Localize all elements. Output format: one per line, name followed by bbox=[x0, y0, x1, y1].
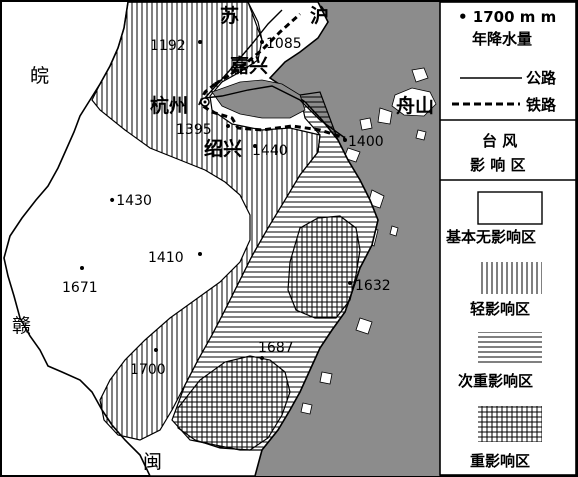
rain-label-1410: 1410 bbox=[148, 250, 184, 266]
zone-heavy-area-north bbox=[287, 215, 361, 319]
legend-zone-heavy: 重影响区 bbox=[470, 452, 530, 470]
zone-secondary-area bbox=[171, 91, 379, 451]
highway-line bbox=[204, 85, 346, 139]
jiangsu-border bbox=[247, 1, 263, 41]
zone-light-area bbox=[91, 1, 321, 441]
city-jiaxing: 嘉兴 bbox=[229, 55, 268, 77]
city-hangzhou: 杭州 bbox=[150, 94, 188, 117]
hangzhou-bay bbox=[211, 79, 306, 119]
legend-zone-secondary: 次重影响区 bbox=[458, 372, 533, 390]
legend-typhoon-line2: 影 响 区 bbox=[470, 156, 525, 174]
legend-rainfall-caption: 年降水量 bbox=[472, 30, 532, 48]
legend-railway: 铁路 bbox=[526, 96, 557, 114]
rain-label-1440: 1440 bbox=[252, 143, 288, 159]
province-anhui: 皖 bbox=[30, 65, 49, 87]
rain-label-1395: 1395 bbox=[176, 122, 212, 138]
province-jiangxi: 赣 bbox=[12, 315, 31, 337]
city-zhoushan: 舟山 bbox=[396, 94, 434, 117]
railway-line-north bbox=[214, 12, 302, 86]
province-shanghai: 沪 bbox=[310, 4, 329, 27]
rain-label-1632: 1632 bbox=[355, 278, 391, 294]
sea-area bbox=[255, 2, 440, 476]
rain-label-1687: 1687 bbox=[258, 340, 294, 356]
legend-highway: 公路 bbox=[526, 69, 557, 87]
rain-label-1400: 1400 bbox=[348, 134, 384, 150]
rain-label-1192: 1192 bbox=[150, 38, 186, 54]
rainfall-dots bbox=[80, 40, 352, 360]
legend-typhoon-line1: 台 风 bbox=[482, 132, 517, 150]
zone-heavy-area-south bbox=[177, 355, 291, 451]
highway-line-north bbox=[204, 9, 283, 99]
railway-line bbox=[198, 82, 346, 140]
province-jiangsu: 苏 bbox=[220, 4, 239, 27]
rain-label-1430: •1430 bbox=[108, 193, 152, 209]
legend-zone-none: 基本无影响区 bbox=[445, 228, 536, 246]
legend-panel: • 1700 m m 年降水量 公路 铁路 台 风 影 响 区 基本无影响区 轻… bbox=[439, 1, 577, 476]
city-shaoxing: 绍兴 bbox=[204, 137, 242, 160]
rain-label-1085: 1085 bbox=[266, 36, 302, 52]
province-fujian: 闽 bbox=[143, 451, 162, 473]
legend-rainfall-value: • 1700 m m bbox=[458, 8, 556, 26]
legend-zone-light: 轻影响区 bbox=[470, 300, 530, 318]
rain-label-1671: 1671 bbox=[62, 280, 98, 296]
rain-label-1700: 1700 bbox=[130, 362, 166, 378]
